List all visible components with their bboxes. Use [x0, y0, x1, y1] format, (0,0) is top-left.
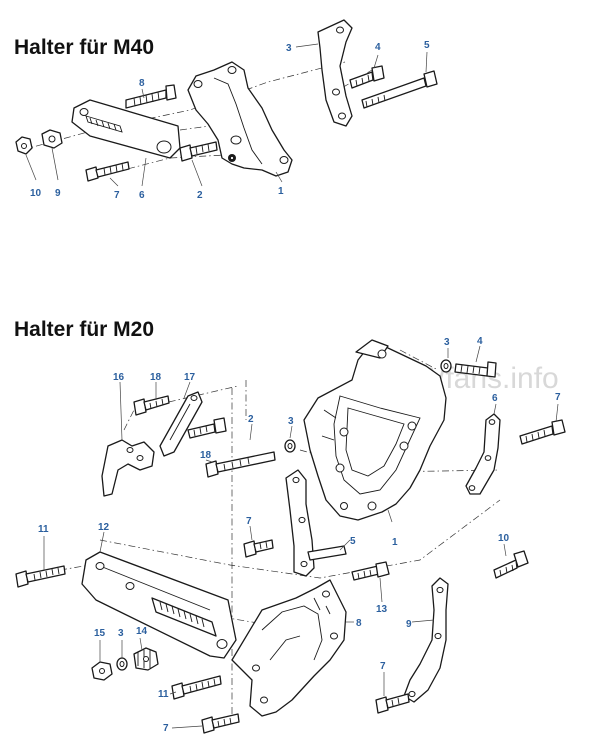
m40-part-4-bolt: [349, 65, 385, 89]
m20-part-3-washer-c: [116, 657, 128, 671]
m20-part-1-housing: [303, 339, 447, 521]
callout: 7: [380, 661, 386, 672]
callout: 3: [286, 43, 292, 54]
callout: 2: [197, 190, 203, 201]
m20-part-14-flange-nut: [133, 647, 159, 671]
m20-part-18-bolt-a: [133, 395, 170, 416]
m20-part-9-link: [403, 577, 449, 703]
callout: 16: [113, 372, 125, 383]
m40-assembly: [15, 19, 438, 187]
callout: 1: [392, 537, 398, 548]
m40-part-1-holder: [187, 61, 293, 177]
callout: 5: [350, 536, 356, 547]
m20-part-11-bolt-b: [171, 675, 222, 700]
callout: 9: [55, 188, 61, 199]
callout: 7: [555, 392, 561, 403]
callout: 8: [356, 618, 362, 629]
m20-part-18-bolt-b: [187, 417, 227, 439]
m20-part-16-bracket: [101, 439, 155, 497]
m20-part-13-bolt: [351, 561, 390, 581]
callout: 2: [248, 414, 254, 425]
callout: 11: [158, 689, 169, 700]
callout: 13: [376, 604, 388, 615]
m20-part-17-slotted-link: [159, 391, 203, 457]
m20-part-8-plate: [231, 579, 347, 717]
m20-part-18-long-bolt: [205, 451, 276, 478]
m20-part-10-bolt: [493, 550, 529, 579]
m40-part-9-washer: [41, 129, 63, 149]
m40-part-8-bolt: [125, 84, 177, 109]
m20-part-11-bolt-a: [15, 565, 66, 588]
title-m40: Halter für M40: [14, 36, 155, 59]
m20-part-3-washer-a: [284, 439, 296, 453]
callout: 14: [136, 626, 148, 637]
callout: 3: [118, 628, 124, 639]
m20-part-4-bolt: [454, 361, 497, 378]
m40-part-2-bolt: [179, 141, 218, 162]
m20-part-5-link: [285, 469, 347, 577]
m40-part-7-bolt: [85, 161, 130, 182]
m20-part-7-bolt-a: [519, 419, 566, 445]
m20-part-7-bolt-d: [201, 713, 240, 734]
m40-part-5-long-bolt: [361, 70, 438, 109]
callout: 7: [246, 516, 252, 527]
callout: 18: [150, 372, 162, 383]
callout: 9: [406, 619, 412, 630]
m40-part-6-adjusting-bracket: [71, 99, 181, 159]
callout: 12: [98, 522, 110, 533]
callout: 4: [477, 336, 483, 347]
callout: 7: [114, 190, 120, 201]
m20-part-3-washer-b: [440, 359, 452, 373]
m20-part-12-slotted-bar: [81, 551, 237, 659]
m40-part-3-link: [317, 19, 353, 127]
callout: 4: [375, 42, 381, 53]
callout: 6: [139, 190, 145, 201]
callout: 5: [424, 40, 430, 51]
callout: 6: [492, 393, 498, 404]
callout: 11: [38, 524, 49, 535]
m20-callouts: 3 4 16 18 17 6 7 2 3 18 7 5 1 11 12 10 1…: [38, 336, 561, 734]
callout: 3: [288, 416, 294, 427]
callout: 10: [30, 188, 42, 199]
m40-callouts: 3 4 5 8 10 9 7 6 2 1: [30, 40, 430, 201]
callout: 7: [163, 723, 169, 734]
m40-part-10-nut: [15, 136, 33, 155]
callout: 17: [184, 372, 196, 383]
callout: 1: [278, 186, 284, 197]
m20-part-6-link: [465, 413, 501, 495]
callout: 18: [200, 450, 212, 461]
callout: 15: [94, 628, 106, 639]
m20-assembly: [15, 339, 566, 734]
callout: 3: [444, 337, 450, 348]
m20-part-7-bolt-c: [375, 693, 410, 714]
m20-part-7-bolt-b: [243, 539, 274, 558]
callout: 8: [139, 78, 145, 89]
title-m20: Halter für M20: [14, 318, 155, 341]
m20-part-15-nut: [91, 661, 113, 681]
callout: 10: [498, 533, 510, 544]
